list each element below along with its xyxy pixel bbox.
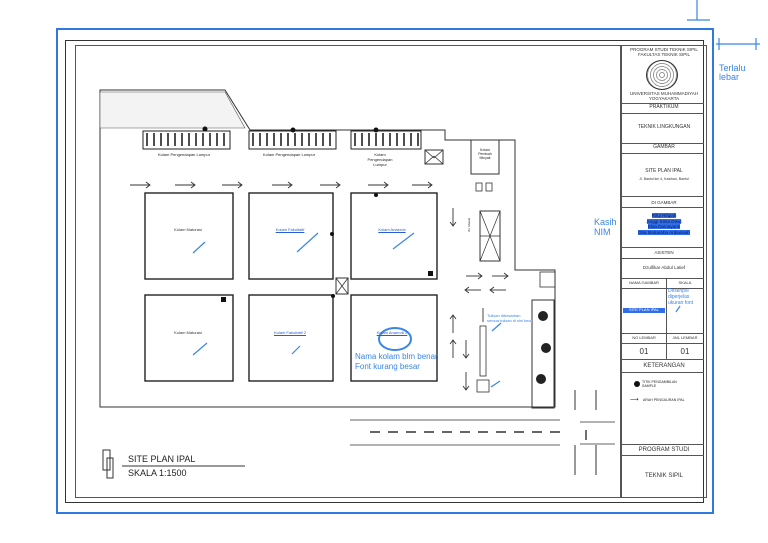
plan-title: SITE PLAN IPAL [128,454,196,464]
gate-label: Jln. Masuk [467,217,472,233]
tb-divider [622,143,704,144]
tb-vdivider [666,333,667,359]
tb-digambar-header: DI GAMBAR [651,200,677,205]
tb-vdivider [666,278,667,333]
tb-jml-lembar-header: JML LEMBAR [672,335,698,340]
drawing-border [75,45,621,498]
tb-divider [622,113,704,114]
tb-divider [622,196,704,197]
tb-divider [622,359,704,360]
tb-divider [622,343,704,344]
tb-keterangan-header: KETERANGAN [643,363,685,369]
tb-divider [622,153,704,154]
tb-divider [622,444,704,445]
tb-university-name: UNIVERSITAS MUHAMMADIYAH YOGYAKARTA [629,91,699,102]
flow-arrowhead [335,181,341,189]
pond-label: Kolam Anaerob 2 [376,330,408,335]
flow-arrowhead [287,181,293,189]
tb-jml-lembar-value: 01 [680,347,690,356]
building-label: Kolam Pemisah Minyak [478,148,492,160]
legend-arrow-icon: ⟶ [630,397,639,403]
tb-digambar-names: Rifqi Rifqiah Anggi Sinta Dewi Elsa Dama… [638,213,690,236]
tb-skala-header: SKALA [678,280,692,285]
legend-titik-label: TITIK PENGAMBILAN SAMPLE [642,380,677,389]
tb-divider [622,288,704,289]
plan-scale: SKALA 1:1500 [128,468,187,478]
tb-nama-gambar-value: SITE PLAN IPAL [623,307,665,313]
tb-divider [622,278,704,279]
tb-divider [622,372,704,373]
pond-label: Kolam Maturasi [174,330,202,335]
tb-gambar-header: GAMBAR [653,144,675,150]
tb-praktikum-header: PRAKTIKUM [649,104,679,110]
tb-gambar-value: SITE PLAN IPAL [645,168,683,174]
pond-label: Kolam Fakultatif [275,227,305,232]
tb-asisten-header: ASISTEN [654,250,674,255]
screen-label: Kolam Pengendapan Lumpur [263,152,316,157]
tb-divider [622,455,704,456]
title-block [621,45,707,498]
tb-praktikum-value: TEKNIK LINGKUNGAN [637,124,691,130]
flow-arrowhead [190,181,196,189]
screen-label: Kolam Pengendapan Lumpur [158,152,211,157]
sheet-border [65,40,704,503]
pond-label: Kolam Maturasi [174,227,202,232]
flow-arrowhead [145,181,151,189]
tb-divider [622,258,704,259]
tb-divider [622,207,704,208]
tb-program-studi-value: TEKNIK SIPIL [644,473,683,479]
legend-dot-icon [634,381,640,387]
tb-no-lembar-value: 01 [639,347,649,356]
legend-arah-label: ARAH PENGALIRAN IPAL [643,398,685,402]
screen-label: Kolam Pengendapan Lumpur [367,152,393,167]
tb-program-studi-header: PROGRAM STUDI [638,447,690,453]
tb-divider [622,103,704,104]
flow-arrowhead [383,181,389,189]
tb-divider [622,247,704,248]
pond-label: Kolam Fakultatif 2 [273,330,306,335]
flow-arrowhead [237,181,243,189]
tb-no-lembar-header: NO LEMBAR [632,335,656,340]
tb-asisten-name: Dzulfikar Abdul Latief [642,265,686,270]
tb-divider [622,333,704,334]
tb-gambar-sub: Jl. Bantul km 4, Kasihan, Bantul [639,177,689,181]
tb-program-lines: PROGRAM STUDI TEKNIK SIPIL FAKULTAS TEKN… [630,47,698,58]
university-logo [646,60,678,90]
tb-nama-gambar-header: NAMA GAMBAR [629,280,659,285]
review-frame [56,28,714,514]
pond-label: Kolam Anaerob [378,227,406,232]
flow-arrowhead [427,181,433,189]
